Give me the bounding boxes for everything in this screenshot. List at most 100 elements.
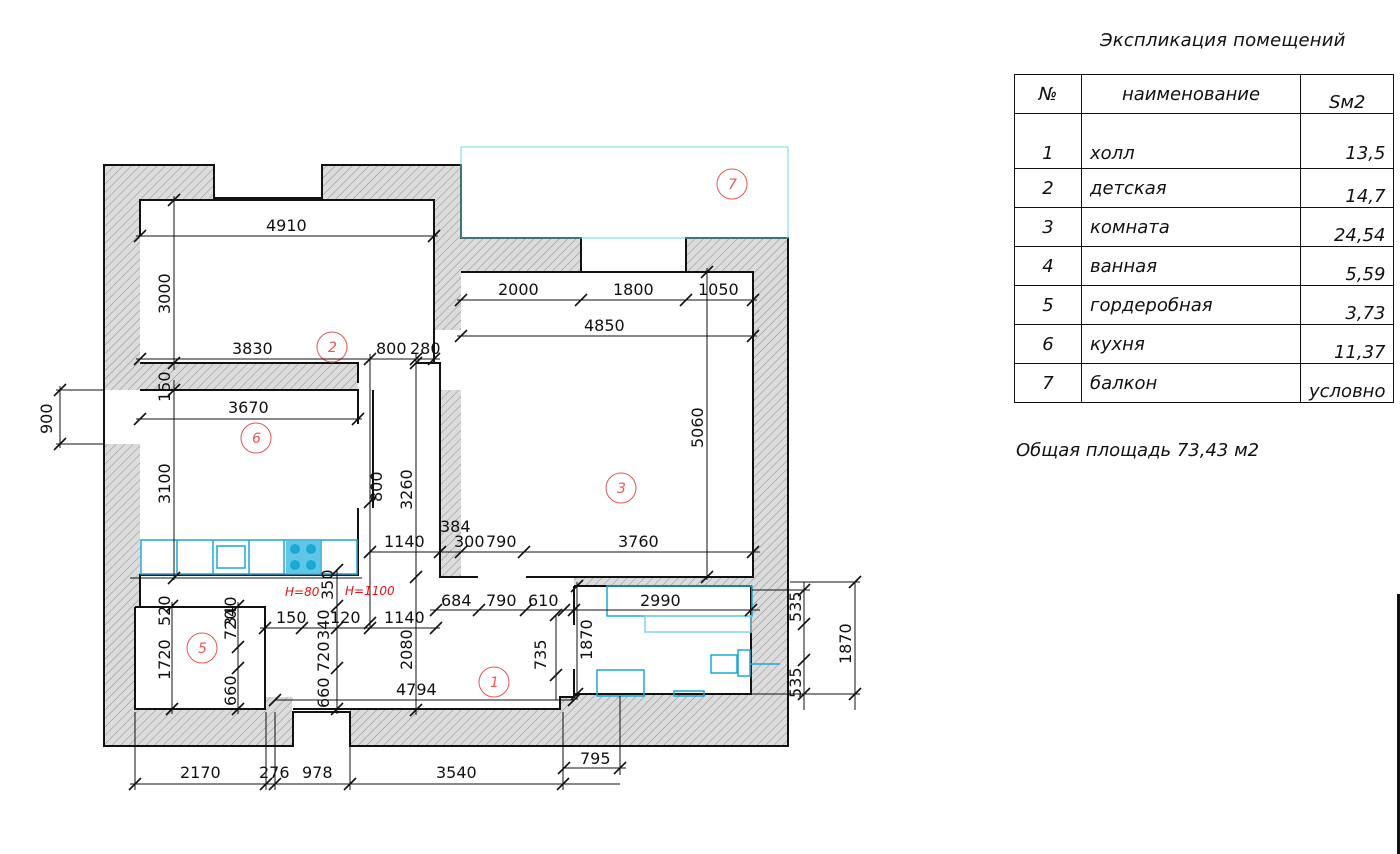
dim-3260: 3260 (397, 469, 416, 510)
dim-150-upper: 150 (155, 371, 174, 402)
dim-1800: 1800 (613, 280, 654, 299)
dim-535-top: 535 (786, 591, 805, 622)
dim-660-b: 660 (314, 677, 333, 708)
row-area: 24,54 (1299, 207, 1395, 247)
row-name: кухня (1081, 324, 1301, 364)
dim-800: 800 (376, 339, 407, 358)
dim-3540: 3540 (436, 763, 477, 782)
dim-280: 280 (410, 339, 441, 358)
explication-title: Экспликация помещений (1100, 30, 1346, 51)
dim-2990: 2990 (640, 591, 681, 610)
kitchen-counter (140, 539, 358, 575)
dim-1870-bath: 1870 (577, 619, 596, 660)
dim-1140-upper: 1140 (384, 532, 425, 551)
row-area: 11,37 (1299, 324, 1395, 364)
row-num: 6 (1014, 324, 1082, 364)
table-row: 5 гордеробная 3,73 (1014, 285, 1395, 325)
dim-978: 978 (302, 763, 333, 782)
table-row: 6 кухня 11,37 (1014, 324, 1395, 364)
dim-3670: 3670 (228, 398, 269, 417)
dim-2000: 2000 (498, 280, 539, 299)
dim-120: 120 (330, 608, 361, 627)
header-num: № (1014, 74, 1082, 114)
table-row: 2 детская 14,7 (1014, 168, 1395, 208)
dim-3000: 3000 (155, 273, 174, 314)
balcony-outline (460, 146, 789, 239)
table-row: 1 холл 13,5 (1014, 113, 1395, 169)
room-marker-5: 5 (198, 641, 207, 657)
row-num: 3 (1014, 207, 1082, 247)
row-name: комната (1081, 207, 1301, 247)
dimension-ticks (53, 193, 862, 791)
room-marker-3: 3 (617, 481, 626, 497)
dim-795: 795 (580, 749, 611, 768)
dim-535-bottom: 535 (786, 667, 805, 698)
table-row: 4 ванная 5,59 (1014, 246, 1395, 286)
dim-1140-lower: 1140 (384, 608, 425, 627)
dim-790-upper: 790 (486, 532, 517, 551)
table-header-row: № наименование Sм2 (1014, 74, 1395, 114)
dim-276: 276 (259, 763, 290, 782)
row-num: 1 (1014, 113, 1082, 169)
row-name: балкон (1081, 363, 1301, 403)
room-marker-6: 6 (252, 431, 261, 447)
dim-2080: 2080 (397, 629, 416, 670)
row-num: 5 (1014, 285, 1082, 325)
dim-5060: 5060 (688, 407, 707, 448)
dim-384: 384 (440, 517, 471, 536)
row-area: условно (1299, 363, 1395, 403)
row-area: 14,7 (1299, 168, 1395, 208)
dim-340-a: 340 (221, 596, 240, 627)
row-area: 13,5 (1299, 113, 1395, 169)
wall-outlines (103, 164, 789, 747)
dim-350: 350 (318, 569, 337, 600)
dim-735: 735 (531, 639, 550, 670)
dim-150-lower: 150 (276, 608, 307, 627)
row-area: 5,59 (1299, 246, 1395, 286)
row-num: 7 (1014, 363, 1082, 403)
row-name: холл (1081, 113, 1301, 169)
dim-900: 900 (37, 403, 56, 434)
row-num: 4 (1014, 246, 1082, 286)
explication-table: № наименование Sм2 1 холл 13,5 2 детская… (1014, 74, 1395, 403)
row-name: детская (1081, 168, 1301, 208)
dim-3100: 3100 (155, 463, 174, 504)
row-num: 2 (1014, 168, 1082, 208)
dim-520: 520 (155, 595, 174, 626)
dim-800-door: 800 (367, 471, 386, 502)
table-row: 7 балкон условно (1014, 363, 1395, 403)
edge-divider (1397, 594, 1400, 854)
room-marker-2: 2 (328, 340, 337, 356)
room-markers (186, 168, 748, 698)
wall-mass (104, 165, 788, 746)
room-marker-1: 1 (490, 675, 499, 691)
dim-684: 684 (441, 591, 472, 610)
dim-340-b: 340 (314, 609, 333, 640)
dim-3760: 3760 (618, 532, 659, 551)
table-row: 3 комната 24,54 (1014, 207, 1395, 247)
dimension-lines (56, 196, 860, 790)
dim-300: 300 (454, 532, 485, 551)
row-name: гордеробная (1081, 285, 1301, 325)
dim-720-a: 720 (221, 609, 240, 640)
dim-790-lower: 790 (486, 591, 517, 610)
dim-4850: 4850 (584, 316, 625, 335)
row-name: ванная (1081, 246, 1301, 286)
dim-720-b: 720 (314, 641, 333, 672)
dim-4794: 4794 (396, 680, 437, 699)
header-name: наименование (1081, 74, 1301, 114)
height-note-1100: H=1100 (345, 584, 395, 598)
total-area: Общая площадь 73,43 м2 (1016, 440, 1260, 461)
dim-3830: 3830 (232, 339, 273, 358)
floor-plan: 2 6 3 5 1 7 (37, 146, 862, 791)
dim-660-a: 660 (221, 675, 240, 706)
stove-icon (286, 541, 320, 573)
dim-4910: 4910 (266, 216, 307, 235)
dim-1870-outer: 1870 (836, 623, 855, 664)
height-note-80: H=80 (285, 585, 320, 599)
dim-1720: 1720 (155, 639, 174, 680)
row-area: 3,73 (1299, 285, 1395, 325)
dim-2170: 2170 (180, 763, 221, 782)
header-area: Sм2 (1299, 74, 1395, 114)
dim-610: 610 (528, 591, 559, 610)
